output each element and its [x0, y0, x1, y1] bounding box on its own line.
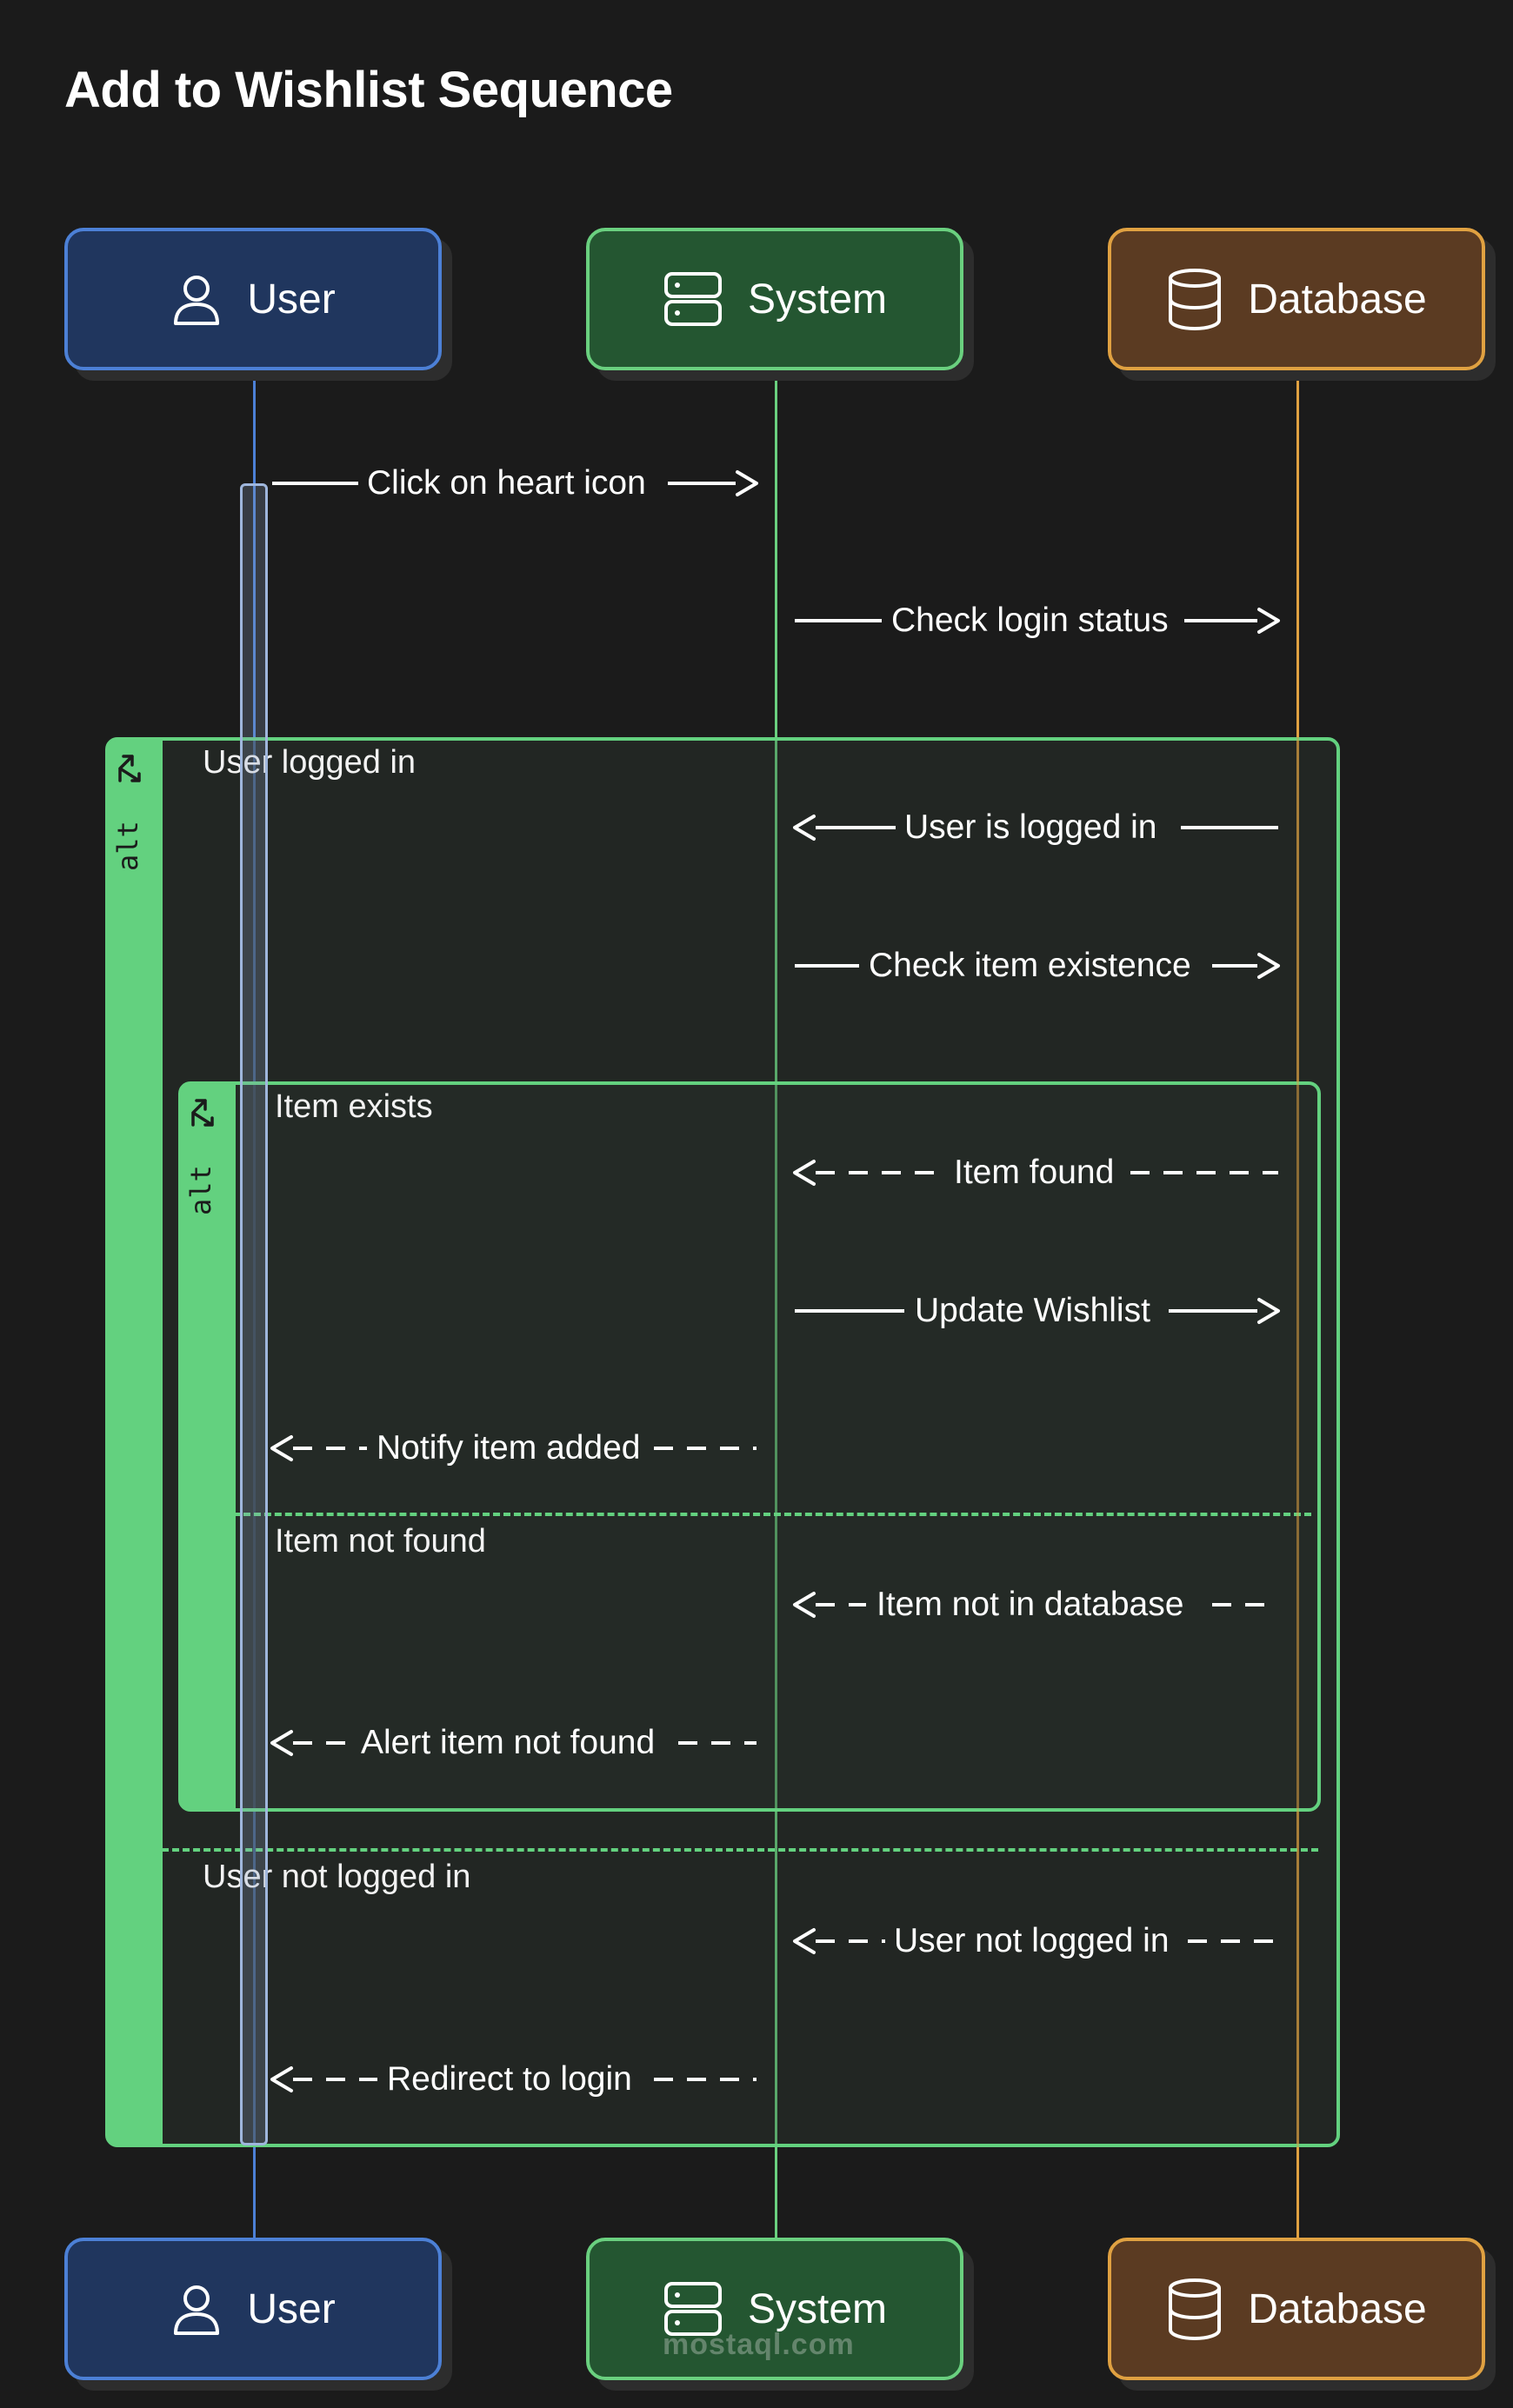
participant-database-bottom: Database — [1108, 2238, 1485, 2380]
message-update-wishlist: Update Wishlist — [915, 1292, 1150, 1329]
guard-user-logged-in: User logged in — [203, 744, 417, 781]
message-user-not-logged-in: User not logged in — [894, 1922, 1170, 1959]
guard-item-not-found: Item not found — [275, 1523, 486, 1560]
branch-icon — [191, 1099, 214, 1127]
inner-frame-divider — [233, 1513, 1311, 1516]
participant-database-top: Database — [1108, 228, 1485, 370]
participant-user-bottom: User — [64, 2238, 442, 2380]
server-icon — [663, 2282, 722, 2336]
alt-frame-bar — [182, 1085, 236, 1808]
server-icon — [663, 272, 722, 326]
user-icon — [174, 276, 220, 325]
branch-icon — [118, 755, 141, 782]
participant-label: User — [247, 2285, 336, 2332]
message-check-login-status: Check login status — [891, 602, 1169, 639]
message-user-is-logged-in: User is logged in — [904, 808, 1157, 846]
alt-frame-bar — [109, 741, 163, 2144]
user-icon — [174, 2285, 220, 2335]
database-icon — [1169, 2278, 1222, 2340]
outer-frame-divider — [162, 1848, 1318, 1852]
alt-label-outer: alt — [111, 821, 144, 871]
diagram-title: Add to Wishlist Sequence — [64, 62, 673, 118]
user-activation-bar — [240, 483, 268, 2145]
participant-label: Database — [1248, 2285, 1427, 2332]
alt-frame-item-exists — [178, 1081, 1321, 1812]
guard-item-exists: Item exists — [275, 1088, 433, 1125]
message-check-item-existence: Check item existence — [869, 947, 1191, 984]
arrowhead — [736, 470, 758, 496]
guard-user-not-logged-in: User not logged in — [203, 1859, 471, 1895]
message-redirect-to-login: Redirect to login — [387, 2060, 632, 2098]
participant-system-bottom: System — [586, 2238, 963, 2380]
database-lifeline-overlay — [1296, 737, 1299, 2147]
participant-label: Database — [1248, 276, 1427, 323]
participant-label: User — [247, 276, 336, 323]
participant-label: System — [747, 276, 888, 323]
message-alert-item-not-found: Alert item not found — [361, 1724, 656, 1761]
message-notify-item-added: Notify item added — [377, 1429, 641, 1467]
alt-label-inner: alt — [184, 1165, 217, 1215]
participant-label: System — [747, 2285, 888, 2332]
system-lifeline-overlay — [775, 737, 777, 2147]
arrowhead — [1257, 608, 1280, 634]
database-icon — [1169, 269, 1222, 330]
message-item-found: Item found — [954, 1154, 1115, 1191]
participant-user-top: User — [64, 228, 442, 370]
message-item-not-in-database: Item not in database — [876, 1586, 1184, 1623]
participant-system-top: System — [586, 228, 963, 370]
watermark-logo: mostaql.com — [663, 2328, 855, 2361]
message-click-heart-icon: Click on heart icon — [367, 464, 646, 502]
